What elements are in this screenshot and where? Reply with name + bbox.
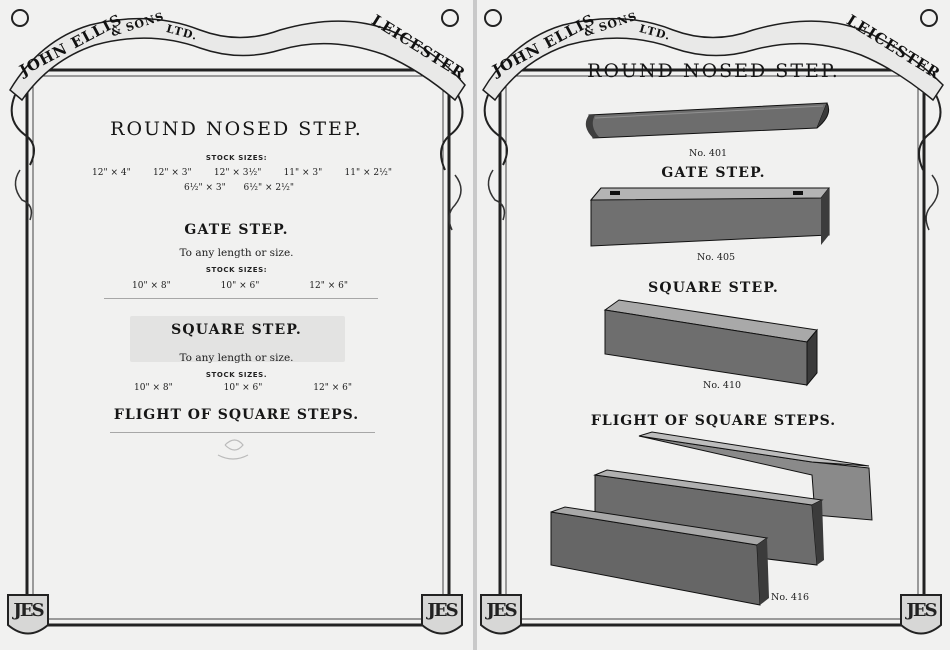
monogram-left: JES xyxy=(13,600,44,621)
divider xyxy=(104,298,378,299)
ornamental-border xyxy=(480,9,944,635)
flight-title: FLIGHT OF SQUARE STEPS. xyxy=(590,413,837,429)
size-cell: 6½" × 3" xyxy=(184,183,226,193)
size-cell: 10" × 8" xyxy=(134,383,173,393)
square-step-sizes: 10" × 8" 10" × 6" 12" × 6" xyxy=(134,383,352,393)
monogram-right: JES xyxy=(906,600,937,621)
square-step-title: SQUARE STEP. xyxy=(171,322,302,338)
size-cell: 12" × 3" xyxy=(152,168,192,178)
size-cell: 11" × 2½" xyxy=(344,168,392,178)
round-nosed-title: ROUND NOSED STEP. xyxy=(587,60,840,82)
size-cell: 12" × 6" xyxy=(309,281,348,291)
size-cell: 12" × 4" xyxy=(92,168,131,178)
gate-step-title: GATE STEP. xyxy=(661,165,766,181)
gate-step-stock-label: STOCK SIZES: xyxy=(205,266,268,274)
monogram-left: JES xyxy=(486,600,517,621)
right-catalogue-page: JOHN ELLIS & SONS LTD. LEICESTER JES JES… xyxy=(477,0,950,650)
size-cell: 12" × 6" xyxy=(313,383,352,393)
ornamental-border xyxy=(7,9,466,635)
round-nosed-title: ROUND NOSED STEP. xyxy=(110,118,363,140)
square-step-number: No. 410 xyxy=(703,380,742,391)
divider xyxy=(110,432,375,433)
gate-step-sizes: 10" × 8" 10" × 6" 12" × 6" xyxy=(132,281,348,291)
square-step-note: To any length or size. xyxy=(179,352,294,364)
size-cell: 10" × 8" xyxy=(132,281,171,291)
monogram-right: JES xyxy=(427,600,458,621)
size-cell: 10" × 6" xyxy=(223,383,263,393)
size-cell: 12" × 3½" xyxy=(213,168,262,178)
size-cell: 11" × 3" xyxy=(283,168,323,178)
round-nosed-number: No. 401 xyxy=(689,148,728,159)
gate-step-note: To any length or size. xyxy=(179,247,294,259)
flight-of-steps-illustration xyxy=(550,431,873,606)
gate-step-title: GATE STEP. xyxy=(184,222,289,238)
size-cell: 10" × 6" xyxy=(220,281,260,291)
round-nosed-step-illustration xyxy=(585,102,830,139)
flight-number: No. 416 xyxy=(771,592,810,603)
gate-step-illustration xyxy=(589,187,831,247)
gate-step-number: No. 405 xyxy=(697,252,736,263)
round-nosed-sizes-row1: 12" × 4" 12" × 3" 12" × 3½" 11" × 3" 11"… xyxy=(92,168,392,178)
left-catalogue-page: JOHN ELLIS & SONS LTD. LEICESTER JES JES… xyxy=(0,0,473,650)
size-cell: 6½" × 2½" xyxy=(243,183,294,193)
round-nosed-stock-label: STOCK SIZES: xyxy=(205,154,268,162)
square-step-stock-label: STOCK SIZES. xyxy=(205,371,268,379)
square-step-illustration xyxy=(603,299,818,387)
square-step-title: SQUARE STEP. xyxy=(648,280,779,296)
page-gutter xyxy=(473,0,477,650)
flight-title: FLIGHT OF SQUARE STEPS. xyxy=(113,407,360,423)
round-nosed-sizes-row2: 6½" × 3" 6½" × 2½" xyxy=(184,183,294,193)
shaded-panel xyxy=(130,316,345,362)
